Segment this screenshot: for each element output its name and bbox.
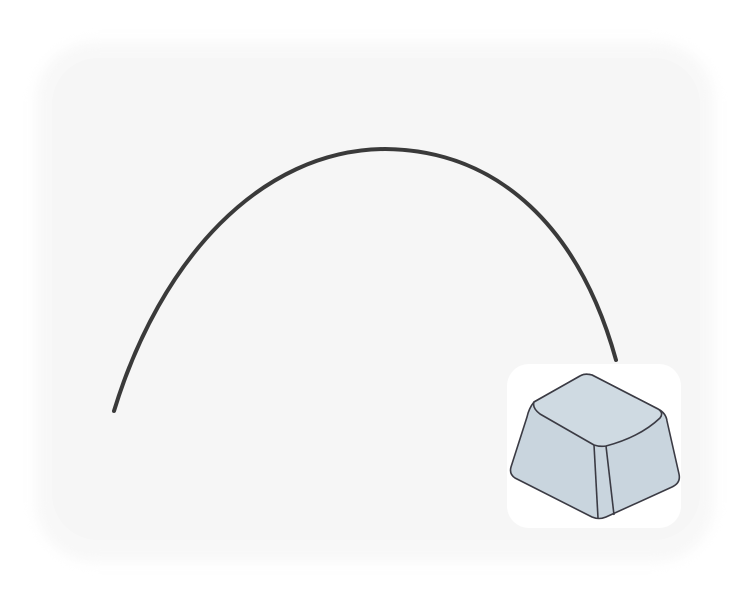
keycap-front-edge (593, 444, 599, 519)
keycap-top-face (532, 373, 663, 448)
keycap-icon (509, 373, 681, 520)
keycap-right-edge (605, 445, 615, 516)
arc-curve (112, 146, 618, 413)
